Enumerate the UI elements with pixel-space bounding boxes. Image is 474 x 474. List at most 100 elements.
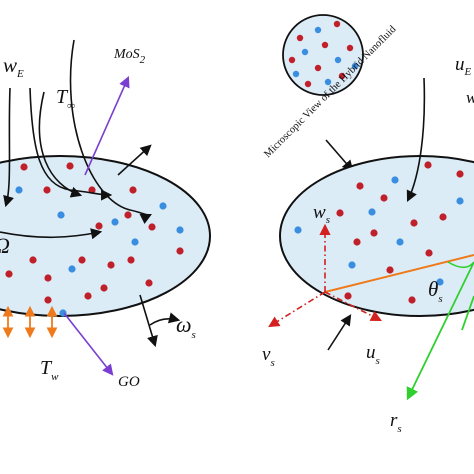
particle-red	[43, 186, 51, 194]
flow-line-u-e	[406, 77, 426, 203]
particle-blue	[176, 226, 184, 234]
label-w-s: ws	[313, 202, 330, 226]
particle-red	[20, 163, 28, 171]
particle-red	[321, 41, 329, 49]
particle-red	[145, 279, 153, 287]
label-omega-s: ωs	[176, 312, 196, 341]
mos2-arrow	[84, 75, 130, 176]
particle-blue	[111, 218, 119, 226]
right-panel: Microscopic View of the Hybrid Nanofluid	[262, 14, 474, 435]
left-particles	[5, 162, 184, 317]
outflow-arrow	[139, 294, 158, 348]
particle-blue	[456, 197, 464, 205]
particle-red	[127, 256, 135, 264]
label-edge-w: w	[466, 88, 474, 107]
label-w-e: wE	[3, 53, 24, 80]
flow-line	[3, 87, 14, 208]
caption-pointer-arrow	[325, 139, 354, 172]
left-body-ellipse	[0, 155, 211, 317]
particle-red	[439, 213, 447, 221]
left-panel: wE T∞ MoS2 ωs Tw GO Ω	[0, 39, 211, 390]
microscopic-circle	[282, 14, 364, 96]
particle-red	[44, 296, 52, 304]
particle-blue	[159, 202, 167, 210]
green-arrow-r	[406, 261, 474, 401]
particle-red	[124, 211, 132, 219]
label-partial-symbol: Ω	[0, 233, 10, 258]
particle-red	[129, 186, 137, 194]
particle-blue	[314, 26, 322, 34]
axis-u-s	[324, 291, 382, 322]
particle-red	[408, 296, 416, 304]
particle-red	[296, 34, 304, 42]
rotation-arrow	[149, 312, 181, 326]
particle-blue	[391, 176, 399, 184]
particle-red	[44, 274, 52, 282]
particle-red	[88, 186, 96, 194]
flow-line	[69, 39, 153, 224]
flow-line	[38, 91, 83, 198]
particle-red	[66, 162, 74, 170]
particle-red	[410, 219, 418, 227]
label-t-w: Tw	[40, 357, 59, 383]
particle-red	[100, 284, 108, 292]
label-theta-s: θs	[428, 277, 443, 305]
radius-line	[324, 254, 474, 293]
particle-red	[288, 56, 296, 64]
flow-line	[0, 228, 103, 240]
green-arrow	[461, 295, 474, 331]
particle-red	[338, 72, 346, 80]
label-r-s: rs	[390, 410, 402, 435]
label-mos2: MoS2	[113, 47, 146, 66]
particle-red	[304, 80, 312, 88]
particle-red	[107, 261, 115, 269]
particle-blue	[436, 278, 444, 286]
particle-red	[176, 247, 184, 255]
particle-red	[370, 229, 378, 237]
axis-v-s	[268, 291, 326, 328]
particle-blue	[396, 238, 404, 246]
particle-blue	[301, 48, 309, 56]
particle-blue	[292, 70, 300, 78]
particle-blue	[294, 226, 302, 234]
flow-line	[29, 87, 113, 201]
label-u-s: us	[366, 342, 380, 367]
go-arrow	[63, 312, 114, 376]
particle-red	[84, 292, 92, 300]
inflow-arrow-bottom	[327, 314, 352, 351]
label-u-e: uE	[455, 54, 472, 78]
particle-red	[346, 44, 354, 52]
particle-blue	[57, 211, 65, 219]
particle-blue	[324, 78, 332, 86]
particle-blue	[334, 56, 342, 64]
label-t-inf: T∞	[56, 86, 75, 112]
particle-red	[95, 222, 103, 230]
label-go: GO	[118, 374, 140, 390]
right-body-ellipse	[279, 155, 474, 317]
particle-blue	[15, 186, 23, 194]
wall-heat-arrows	[2, 305, 58, 339]
particle-red	[344, 292, 352, 300]
particle-red	[353, 238, 361, 246]
particle-red	[356, 182, 364, 190]
particle-red	[78, 256, 86, 264]
particle-blue	[368, 208, 376, 216]
particle-red	[333, 20, 341, 28]
particle-blue	[131, 238, 139, 246]
particle-red	[148, 223, 156, 231]
particle-red	[425, 249, 433, 257]
microscopic-view	[282, 14, 364, 96]
local-axes	[268, 223, 382, 328]
particle-blue	[351, 62, 359, 70]
particle-red	[5, 270, 13, 278]
label-v-s: vs	[262, 344, 275, 369]
right-particles	[294, 161, 464, 304]
particle-red	[314, 64, 322, 72]
particle-red	[386, 266, 394, 274]
left-flow-lines	[0, 39, 153, 240]
particle-red	[336, 209, 344, 217]
particle-red	[29, 256, 37, 264]
outflow-arrow	[117, 144, 152, 176]
particle-red	[424, 161, 432, 169]
